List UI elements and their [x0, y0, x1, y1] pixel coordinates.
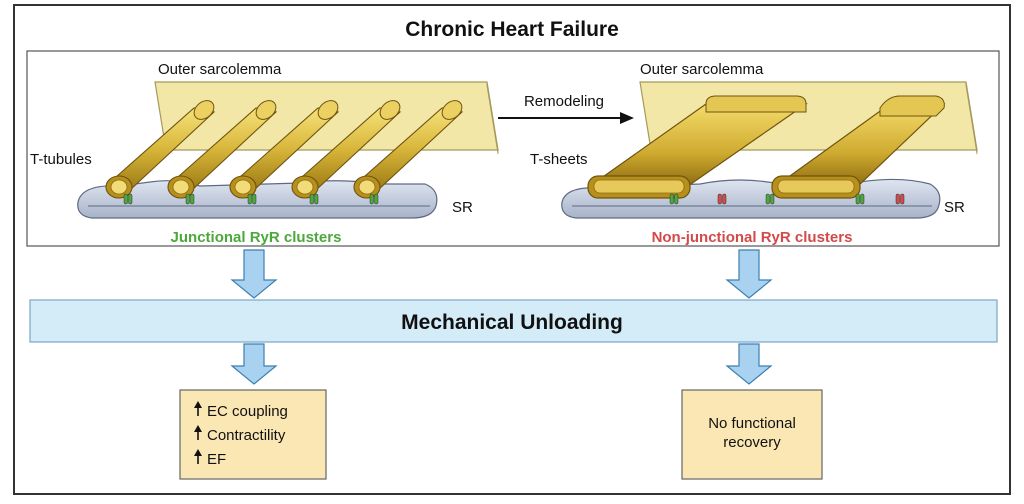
ryr-cluster	[895, 193, 905, 205]
ryr-cluster	[247, 193, 257, 205]
left-panel: Outer sarcolemma SR T-tubules Junctional…	[30, 61, 499, 246]
mechanical-unloading-label: Mechanical Unloading	[401, 311, 623, 334]
t-tubule	[229, 100, 340, 199]
outcome-item: EC coupling	[194, 401, 288, 420]
t-tubule	[291, 100, 402, 199]
down-arrow-left-top	[230, 249, 278, 299]
outcome-item-label: EC coupling	[207, 403, 288, 420]
t-sheet-2	[771, 95, 946, 199]
remodeling-label: Remodeling	[524, 93, 604, 110]
outcome-item-label: Contractility	[207, 427, 286, 444]
ryr-cluster	[855, 193, 865, 205]
ryr-cluster	[765, 193, 775, 205]
mechanical-unloading-band	[29, 299, 998, 343]
down-arrow-right-bottom	[725, 343, 773, 385]
right-panel: Outer sarcolemma SR T-sheets Non-junctio…	[530, 61, 978, 246]
t-tubule	[105, 100, 216, 199]
remodeling-arrow: Remodeling	[498, 93, 634, 124]
sr-label-right: SR	[944, 199, 965, 216]
ryr-cluster	[309, 193, 319, 205]
ryr-cluster	[669, 193, 679, 205]
right-ryr-clusters	[669, 193, 905, 205]
outcome-item: Contractility	[194, 425, 286, 444]
outer-sarcolemma-label-right: Outer sarcolemma	[640, 61, 764, 78]
ryr-cluster	[185, 193, 195, 205]
t-sheets	[587, 95, 946, 199]
t-tubules	[105, 100, 464, 199]
down-arrow-right-top	[725, 249, 773, 299]
outcome-item-label: EF	[207, 451, 226, 468]
junctional-ryr-clusters	[123, 193, 379, 205]
outcome-right-box: No functional recovery	[681, 389, 823, 480]
outer-sarcolemma-label-left: Outer sarcolemma	[158, 61, 282, 78]
t-sheet-1	[587, 95, 808, 199]
t-tubules-label: T-tubules	[30, 151, 92, 168]
ryr-cluster	[369, 193, 379, 205]
diagram-title: Chronic Heart Failure	[405, 18, 619, 41]
ryr-cluster	[717, 193, 727, 205]
t-tubule	[167, 100, 278, 199]
down-arrow-left-bottom	[230, 343, 278, 385]
ryr-cluster	[123, 193, 133, 205]
t-sheets-label: T-sheets	[530, 151, 588, 168]
non-junctional-ryr-label: Non-junctional RyR clusters	[652, 229, 853, 246]
outcome-item: EF	[194, 449, 226, 468]
sr-label-left: SR	[452, 199, 473, 216]
junctional-ryr-label: Junctional RyR clusters	[171, 229, 342, 246]
no-recovery-line-2: recovery	[723, 434, 781, 451]
t-tubule	[353, 100, 464, 199]
no-recovery-line-1: No functional	[708, 415, 796, 432]
